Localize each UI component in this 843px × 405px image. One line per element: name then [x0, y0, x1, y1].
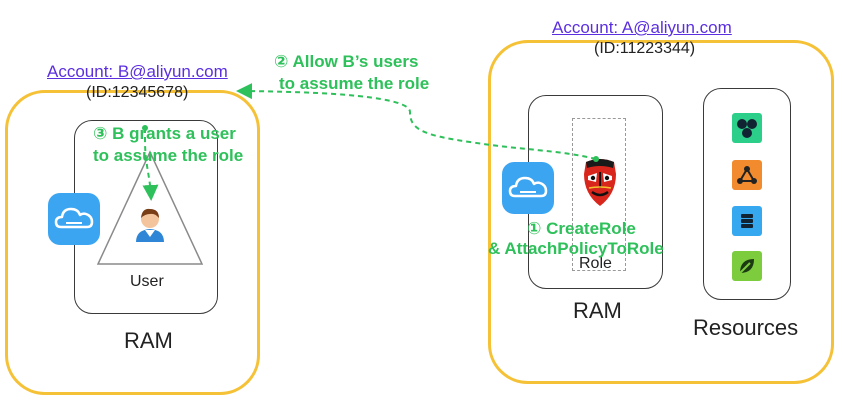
ram-cloud-icon [48, 193, 100, 245]
ram-cloud-icon-a [502, 162, 554, 214]
step3-line1: ③ B grants a user [93, 124, 236, 143]
step3-line2: to assume the role [93, 146, 244, 165]
step3-arrow [142, 128, 159, 201]
account-b-name[interactable]: Account: B@aliyun.com [47, 62, 228, 81]
account-a-container [488, 40, 834, 384]
role-dashed-box [572, 118, 626, 271]
blue-database-icon [732, 206, 762, 236]
user-label: User [130, 273, 164, 290]
step1-line1: ① CreateRole [527, 219, 636, 238]
account-b-container [5, 90, 260, 395]
account-b-id: (ID:12345678) [86, 84, 189, 101]
account-a-id: (ID:11223344) [594, 40, 696, 57]
opera-mask-icon [584, 159, 616, 206]
user-triangle [96, 150, 204, 265]
role-label: Role [579, 255, 612, 272]
step2-arrow [236, 83, 597, 160]
account-a-name[interactable]: Account: A@aliyun.com [552, 18, 732, 37]
user-avatar-icon [136, 208, 164, 242]
ram-label-a: RAM [573, 298, 622, 323]
orange-network-icon [732, 160, 762, 190]
step1-line2: & AttachPolicyToRole [488, 239, 664, 258]
resources-label: Resources [693, 315, 799, 340]
step2-line1: ② Allow B’s users [274, 52, 419, 71]
green-hexagons-icon [732, 113, 762, 143]
ram-label-b: RAM [124, 328, 173, 353]
step2-line2: to assume the role [279, 74, 430, 93]
green-leaf-icon [732, 251, 762, 281]
